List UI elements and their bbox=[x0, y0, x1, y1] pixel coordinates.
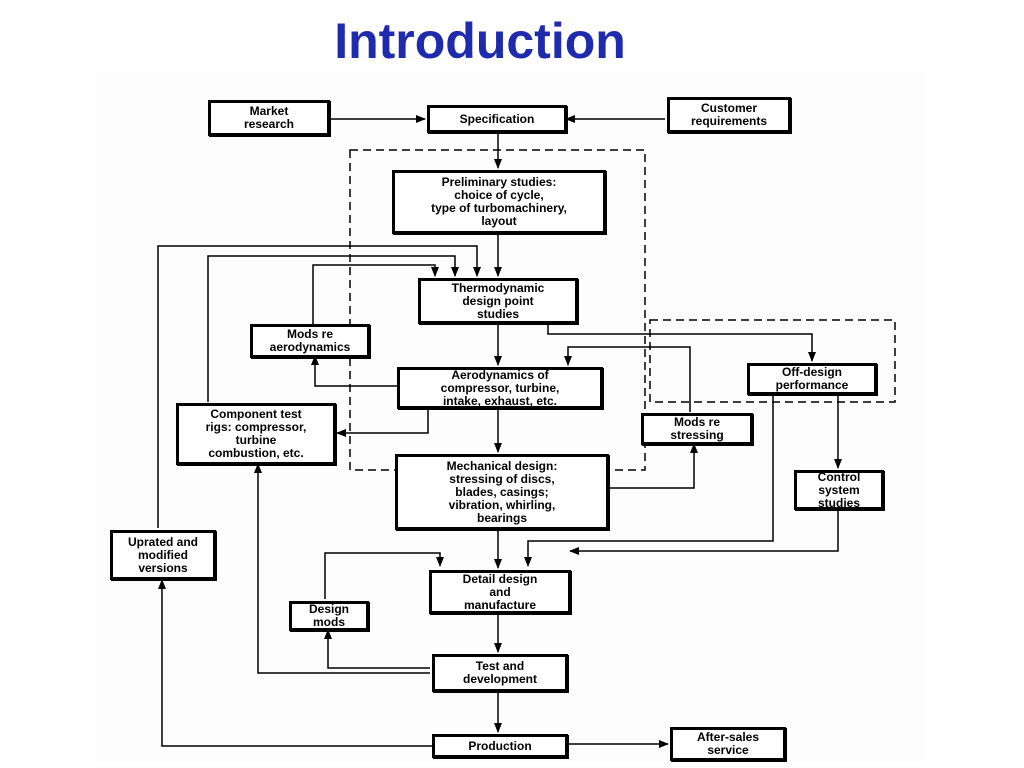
mods-aerodynamics-box: Mods re aerodynamics bbox=[250, 324, 370, 358]
arrow-thermo-to-offdesign bbox=[547, 322, 816, 362]
arrow-offdesign-to-detail bbox=[524, 393, 774, 567]
arrow-aero-to-modsaero bbox=[311, 355, 397, 387]
detail-design-box: Detail design and manufacture bbox=[429, 570, 571, 614]
customer-requirements-box: Customer requirements bbox=[667, 97, 791, 133]
component-test-box: Component test rigs: compressor, turbine… bbox=[176, 403, 336, 465]
arrow-aero-to-component bbox=[336, 407, 429, 437]
control-system-box: Control system studies bbox=[794, 470, 884, 510]
flow-arrows bbox=[157, 115, 842, 748]
after-sales-box: After-sales service bbox=[670, 727, 786, 761]
off-design-performance-box: Off-design performance bbox=[747, 363, 877, 395]
preliminary-studies-box: Preliminary studies: choice of cycle, ty… bbox=[392, 170, 606, 234]
arrow-test-to-component bbox=[254, 463, 430, 674]
market-research-box: Market research bbox=[208, 100, 330, 136]
design-mods-box: Design mods bbox=[289, 601, 369, 631]
arrow-designmods-to-detail bbox=[324, 552, 444, 599]
uprated-versions-box: Uprated and modified versions bbox=[110, 530, 216, 580]
arrow-mech-to-modsstressing bbox=[608, 443, 698, 489]
thermodynamic-design-box: Thermodynamic design point studies bbox=[418, 278, 578, 324]
aerodynamics-box: Aerodynamics of compressor, turbine, int… bbox=[397, 367, 603, 409]
test-development-box: Test and development bbox=[432, 654, 568, 692]
arrow-component-to-thermo bbox=[207, 255, 459, 402]
arrow-test-to-designmods bbox=[324, 629, 430, 669]
slide-title: Introduction bbox=[334, 13, 626, 69]
specification-box: Specification bbox=[427, 105, 567, 133]
mods-stressing-box: Mods re stressing bbox=[641, 413, 753, 445]
arrow-uprated-to-thermo bbox=[157, 245, 481, 528]
production-box: Production bbox=[432, 734, 568, 758]
arrow-production-to-uprated bbox=[158, 579, 432, 747]
arrow-modsaero-to-thermo bbox=[312, 264, 439, 327]
arrow-modsstressing-to-aero bbox=[564, 346, 691, 412]
mechanical-design-box: Mechanical design: stressing of discs, b… bbox=[395, 454, 609, 530]
arrow-control-to-detail bbox=[569, 508, 839, 555]
